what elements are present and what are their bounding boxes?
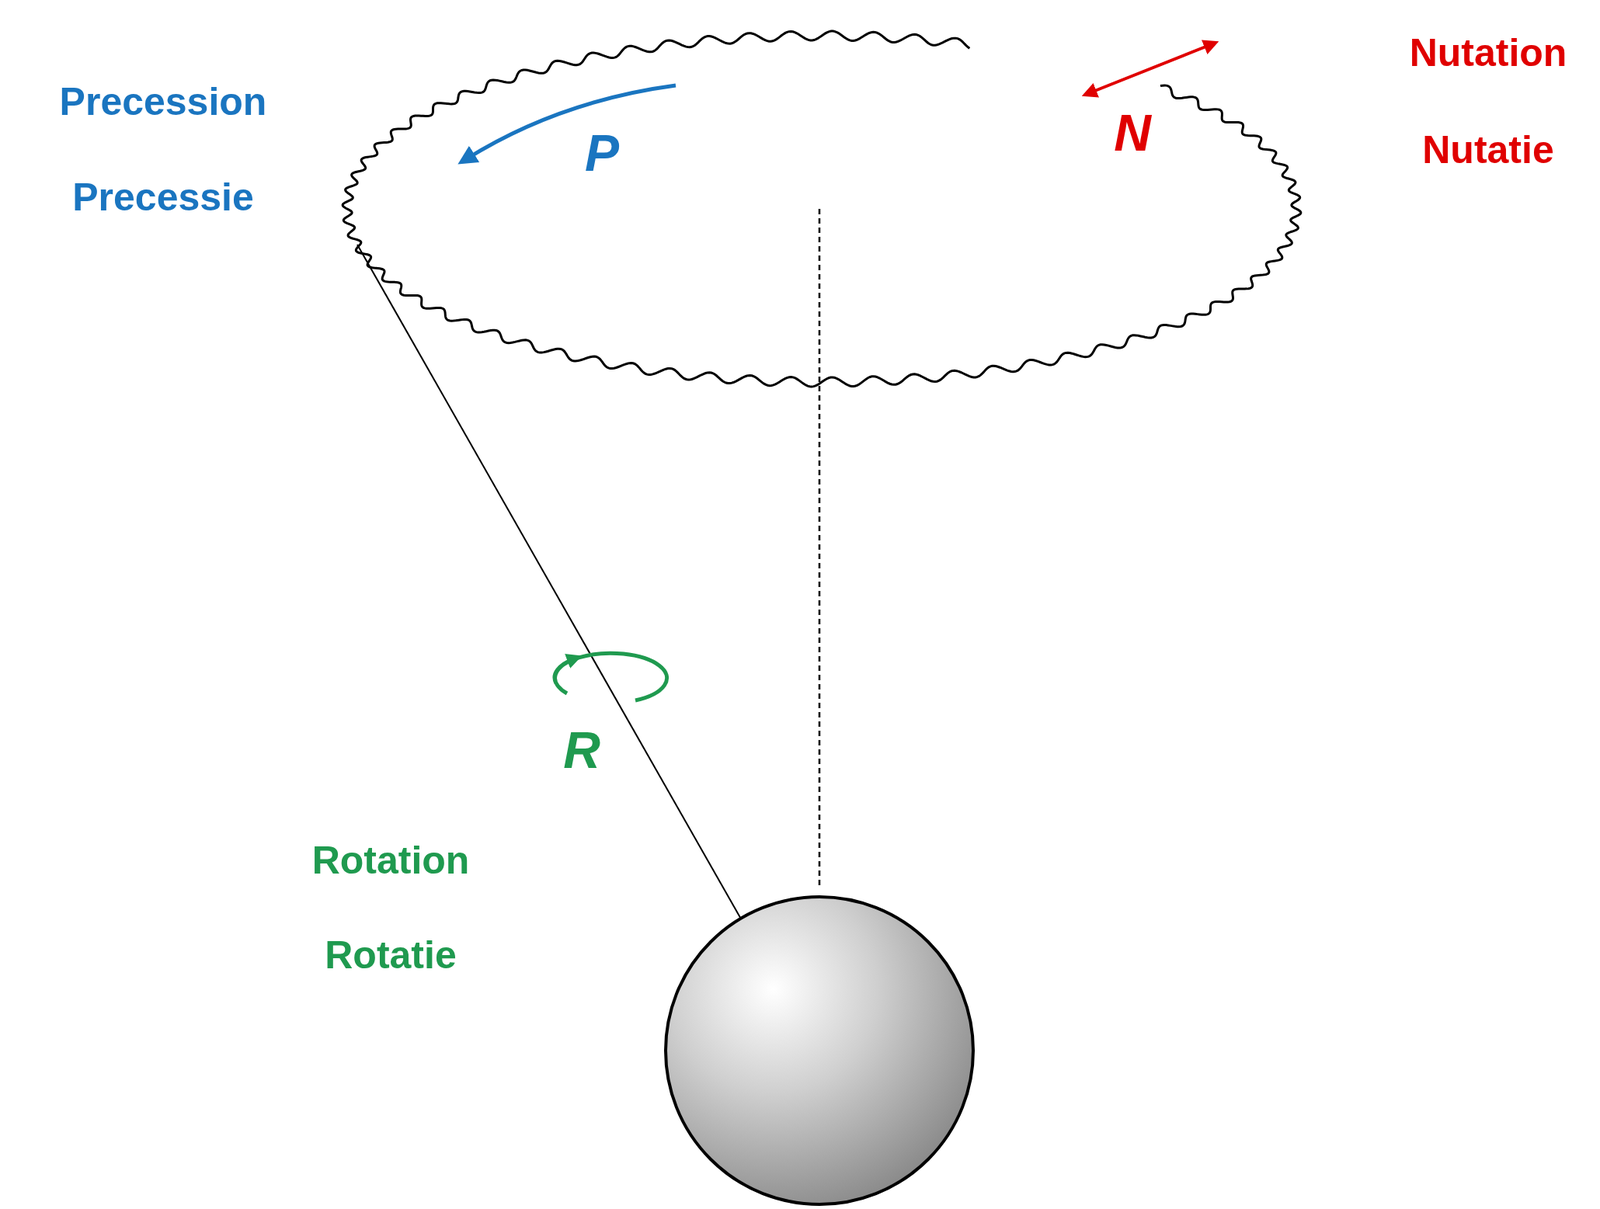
label-text: Precessie bbox=[69, 176, 258, 220]
symbol-letter: N bbox=[1110, 104, 1155, 162]
earth-sphere bbox=[665, 897, 974, 1205]
symbol-letter: P bbox=[581, 125, 623, 182]
rotation-arrow bbox=[554, 653, 668, 701]
label-text: Nutatie bbox=[1419, 128, 1557, 172]
label-text: Rotatie bbox=[321, 934, 460, 978]
vertical-axis bbox=[818, 208, 821, 888]
label-text: Precession bbox=[56, 80, 271, 124]
nutation-path bbox=[342, 31, 1301, 387]
label-text: Nutation bbox=[1406, 31, 1571, 75]
label-text: Rotation bbox=[309, 839, 474, 883]
nutation-arrow bbox=[1088, 44, 1212, 94]
symbol-letter: R bbox=[560, 722, 604, 780]
precession-arrow bbox=[466, 85, 676, 160]
